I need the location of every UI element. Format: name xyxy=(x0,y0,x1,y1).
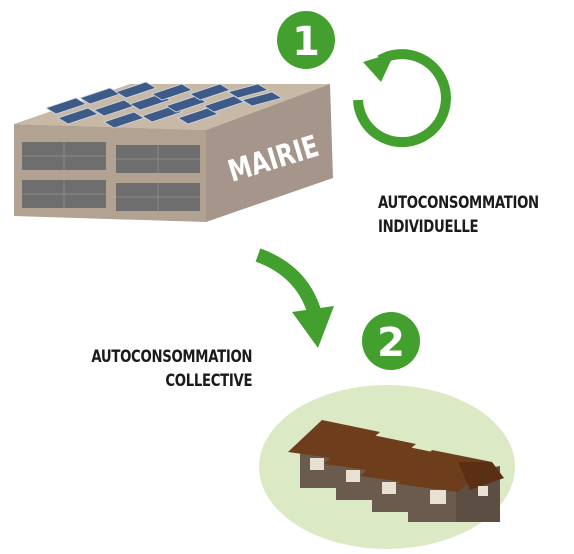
mairie-building: MAIRIE xyxy=(14,81,333,222)
building-side xyxy=(206,84,333,222)
step-1-caption-line-2: INDIVIDUELLE xyxy=(378,217,479,237)
down-arrow-icon xyxy=(255,248,334,348)
step-1-caption: AUTOCONSOMMATION INDIVIDUELLE xyxy=(378,191,539,239)
step-2-caption-line-1: AUTOCONSOMMATION xyxy=(91,347,252,367)
loop-arrow-icon xyxy=(353,49,451,148)
solar-panels xyxy=(45,81,284,129)
houses xyxy=(288,420,504,522)
step-1-badge: 1 xyxy=(277,11,335,69)
house-4 xyxy=(398,450,504,522)
step-1-caption-line-1: AUTOCONSOMMATION xyxy=(378,193,539,213)
step-1-number: 1 xyxy=(292,19,320,65)
step-2-caption: AUTOCONSOMMATION COLLECTIVE xyxy=(91,345,252,393)
step-2-number: 2 xyxy=(377,320,405,366)
step-2-caption-line-2: COLLECTIVE xyxy=(165,371,252,391)
step-2-badge: 2 xyxy=(362,312,420,370)
